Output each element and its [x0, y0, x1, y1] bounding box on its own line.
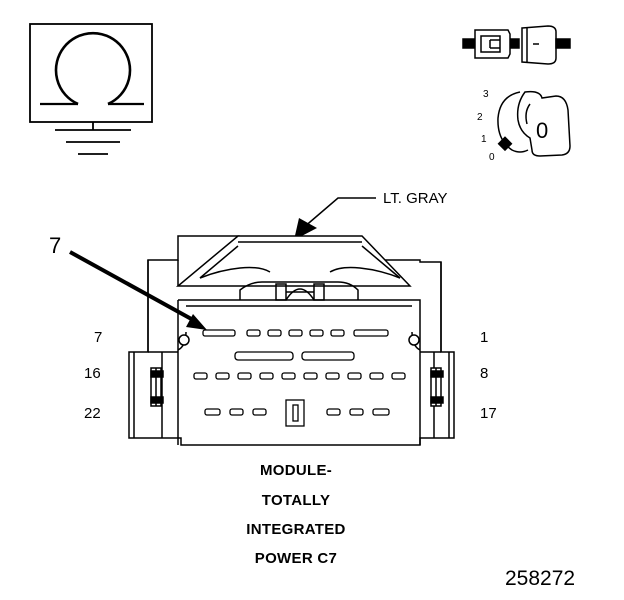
key-position-2: 2 [477, 112, 483, 123]
pin-label-16: 16 [84, 365, 101, 382]
caption-line-3: INTEGRATED [246, 521, 346, 538]
caption-line-4: POWER C7 [254, 550, 338, 567]
key-position-0: 0 [489, 152, 495, 163]
key-letter: 0 [536, 118, 548, 143]
connector-plug-icon [462, 25, 571, 65]
pin-label-8: 8 [480, 365, 488, 382]
key-position-1: 1 [481, 134, 487, 145]
pointer-label: 7 [49, 233, 61, 258]
pin-label-22: 22 [84, 405, 101, 422]
pin-label-17: 17 [480, 405, 497, 422]
figure-id: 258272 [505, 567, 576, 590]
key-position-3: 3 [483, 89, 489, 100]
pin-7-pointer: 7 [49, 233, 207, 330]
ground-symbol-icon [29, 23, 153, 155]
pin-cavities [193, 329, 406, 427]
color-label: LT. GRAY [383, 190, 447, 207]
pin-label-1: 1 [480, 329, 488, 346]
caption-line-1: MODULE- [259, 462, 333, 479]
pin-label-7: 7 [94, 329, 102, 346]
connector-body [128, 235, 455, 446]
ignition-key-icon: 3 2 1 0 0 [477, 89, 571, 163]
color-callout: LT. GRAY [294, 190, 447, 240]
caption-line-2: TOTALLY [261, 492, 331, 509]
